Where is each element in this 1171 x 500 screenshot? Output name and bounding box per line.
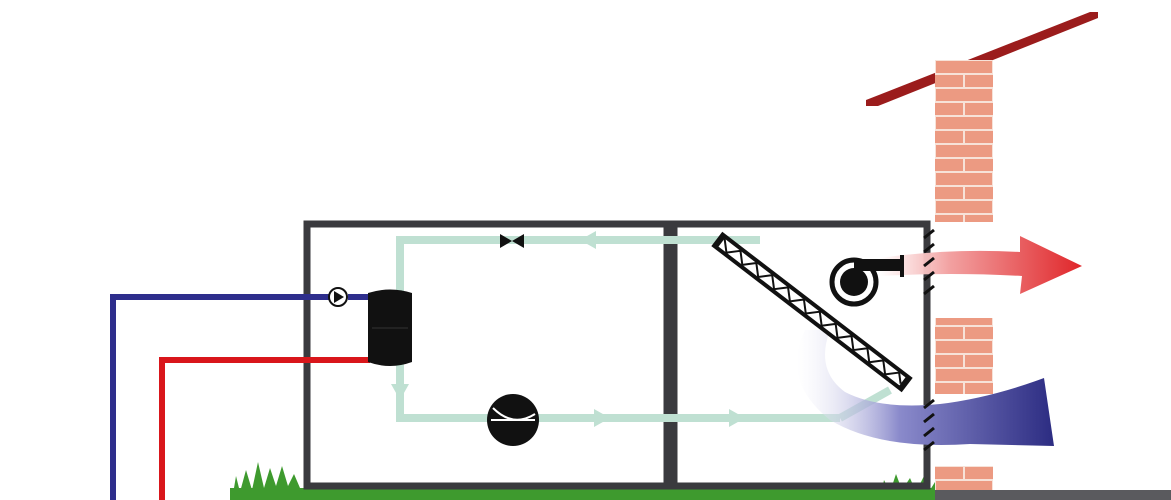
expansion-valve-icon [500, 234, 524, 248]
brick-wall-middle [935, 318, 993, 394]
ground-slab [935, 490, 1171, 500]
evaporator-coil-icon [711, 231, 913, 393]
grass [230, 462, 935, 500]
water-return-pipe [110, 294, 330, 500]
exhaust-air-stream [880, 236, 1082, 294]
louvre-icon [923, 228, 935, 452]
refrigerant-flow-arrows [391, 231, 745, 427]
pump-icon [328, 287, 348, 307]
brick-wall-upper [935, 60, 993, 222]
water-pipes [110, 294, 370, 500]
heat-exchanger-icon [368, 289, 412, 366]
compressor-icon [487, 394, 539, 446]
fan-icon [829, 255, 904, 307]
intake-air-stream [796, 330, 1054, 446]
water-supply-pipe [159, 357, 370, 500]
outdoor-cabinet [303, 220, 931, 490]
roof [866, 12, 1098, 106]
